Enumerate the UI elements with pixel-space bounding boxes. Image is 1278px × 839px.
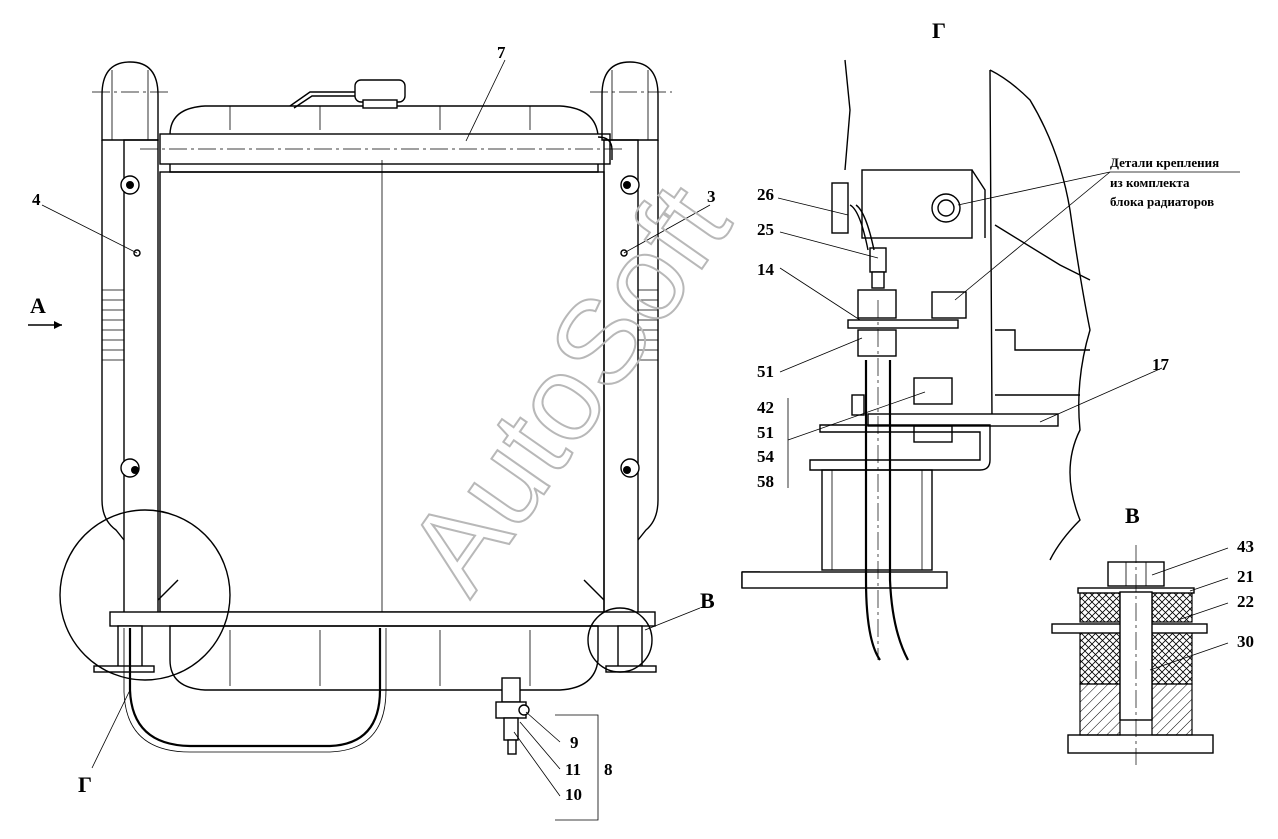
bottom-tank bbox=[169, 625, 599, 691]
detail-g-title: Г bbox=[932, 18, 946, 43]
group-callout-58: 58 bbox=[757, 472, 774, 491]
note-line-1: Детали крепления bbox=[1110, 155, 1219, 170]
callout-11: 11 bbox=[565, 760, 581, 779]
bracket-part-17 bbox=[867, 413, 1059, 427]
sensor-hose bbox=[864, 360, 909, 661]
group-callout-54: 54 bbox=[757, 447, 775, 466]
detail-v-reference: В bbox=[700, 588, 715, 613]
break-outline bbox=[844, 59, 1091, 561]
group-callout-51: 51 bbox=[757, 423, 774, 442]
callout-22: 22 bbox=[1237, 592, 1254, 611]
detail-v-circle bbox=[587, 607, 653, 673]
callout-51: 51 bbox=[757, 362, 774, 381]
main-leaders bbox=[41, 59, 711, 821]
note-line-2: из комплекта bbox=[1110, 175, 1190, 190]
note-line-3: блока радиаторов bbox=[1110, 194, 1214, 209]
detail-g-circle bbox=[59, 509, 231, 681]
filler-cap bbox=[289, 79, 406, 109]
callout-21: 21 bbox=[1237, 567, 1254, 586]
bottom-bar bbox=[109, 611, 656, 627]
callout-7: 7 bbox=[497, 43, 506, 62]
detail-g-reference: Г bbox=[78, 772, 92, 797]
detail-g-view bbox=[741, 59, 1091, 661]
callout-3: 3 bbox=[707, 187, 716, 206]
callout-9: 9 bbox=[570, 733, 579, 752]
group-callout-42: 42 bbox=[757, 398, 774, 417]
view-arrow-label: А bbox=[30, 293, 46, 318]
callout-30: 30 bbox=[1237, 632, 1254, 651]
detail-g-leaders bbox=[777, 171, 1240, 488]
detail-v-section bbox=[1051, 545, 1214, 765]
left-side-post-part-4 bbox=[92, 61, 179, 621]
watermark: AutoSoft bbox=[382, 161, 756, 615]
hose bbox=[128, 628, 382, 748]
callout-14: 14 bbox=[757, 260, 775, 279]
callout-8: 8 bbox=[604, 760, 613, 779]
main-radiator-view bbox=[28, 61, 672, 755]
callout-17: 17 bbox=[1152, 355, 1170, 374]
callout-4: 4 bbox=[32, 190, 41, 209]
detail-v-leaders bbox=[1149, 547, 1229, 671]
callout-43: 43 bbox=[1237, 537, 1254, 556]
callout-25: 25 bbox=[757, 220, 774, 239]
drain-valve-part-8 bbox=[495, 677, 530, 755]
callout-26: 26 bbox=[757, 185, 774, 204]
callout-10: 10 bbox=[565, 785, 582, 804]
detail-v-title: В bbox=[1125, 503, 1140, 528]
